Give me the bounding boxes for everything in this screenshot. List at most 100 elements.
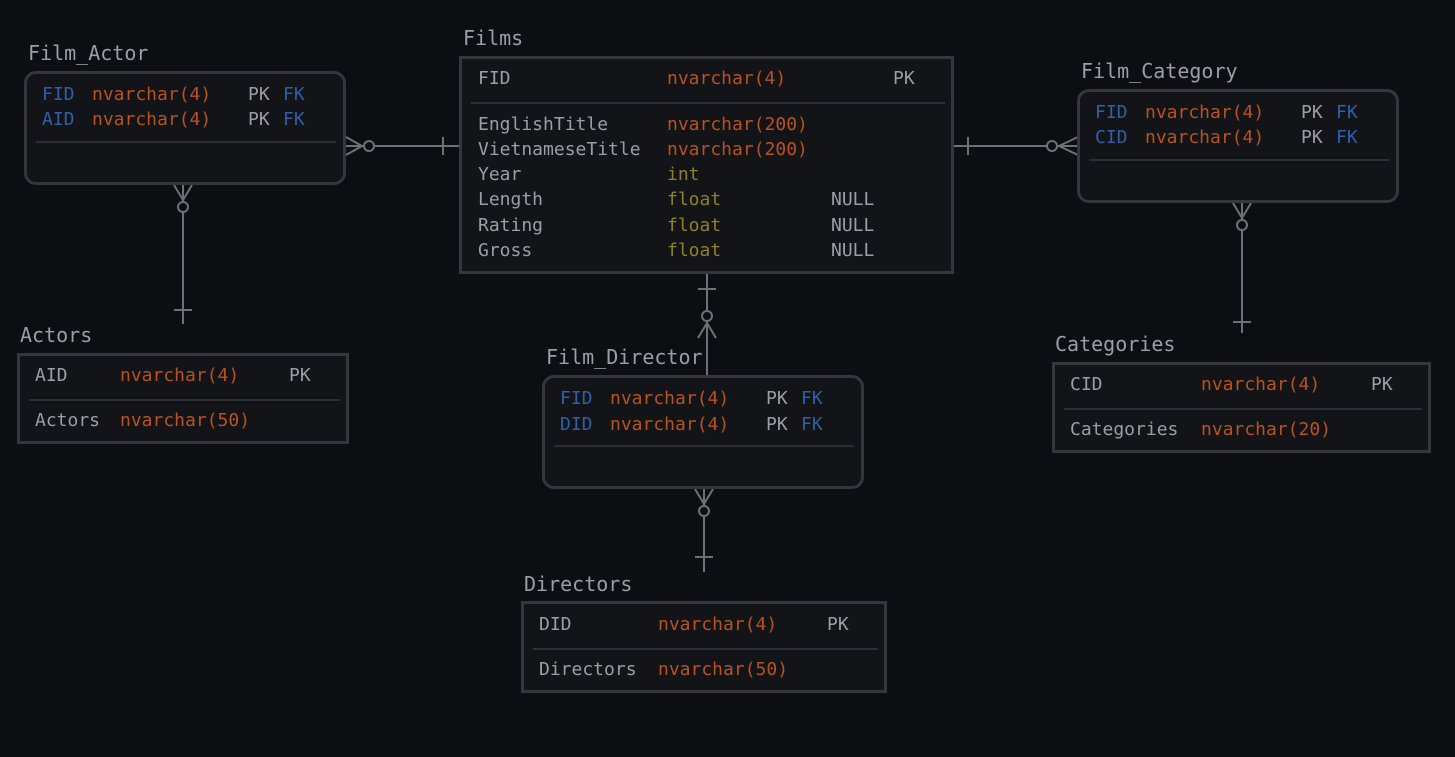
fk-badge: FK [283, 109, 305, 130]
column-type: nvarchar(200) [667, 114, 808, 135]
column-name: Actors [35, 410, 101, 431]
column-type: nvarchar(4) [667, 68, 787, 89]
table-row: FID nvarchar(4) PK [478, 66, 915, 91]
fk-badge: FK [283, 84, 305, 105]
relationship-lines [173, 136, 1252, 572]
table-row: VietnameseTitle nvarchar(200) [478, 137, 808, 162]
table-film-category[interactable]: FID nvarchar(4) PK FK CID nvarchar(4) PK… [1077, 89, 1399, 203]
column-type: nvarchar(50) [658, 659, 789, 680]
column-type: nvarchar(50) [120, 410, 251, 431]
column-type: nvarchar(200) [667, 139, 808, 160]
table-row: AID nvarchar(4) PK FK [42, 107, 305, 132]
column-name: FID [478, 68, 511, 89]
relation-films-film-category [953, 136, 1079, 156]
relation-categories-film-category [1232, 202, 1252, 333]
column-type: nvarchar(4) [1201, 374, 1321, 395]
divider [1089, 159, 1389, 161]
table-films[interactable]: FID nvarchar(4) PK EnglishTitle nvarchar… [459, 56, 954, 274]
relation-directors-film-director [694, 488, 714, 572]
table-row: FID nvarchar(4) PK FK [42, 82, 305, 107]
column-type: nvarchar(4) [610, 414, 730, 435]
table-categories[interactable]: CID nvarchar(4) PK Categories nvarchar(2… [1052, 362, 1431, 453]
divider [29, 399, 340, 401]
column-name: Year [478, 164, 522, 185]
table-directors[interactable]: DID nvarchar(4) PK Directors nvarchar(50… [521, 601, 887, 693]
pk-badge: PK [1301, 102, 1323, 123]
column-name: FID [42, 84, 75, 105]
column-name: VietnameseTitle [478, 139, 641, 160]
column-name: DID [539, 614, 572, 635]
fk-badge: FK [1336, 102, 1358, 123]
table-title-film-actor: Film_Actor [28, 41, 149, 65]
column-name: Categories [1070, 419, 1179, 440]
column-type: nvarchar(20) [1201, 419, 1332, 440]
column-type: nvarchar(4) [1145, 102, 1265, 123]
table-row: DID nvarchar(4) PK [539, 612, 849, 637]
column-name: CID [1070, 374, 1103, 395]
fk-badge: FK [801, 414, 823, 435]
pk-badge: PK [827, 614, 849, 635]
table-row: Actors nvarchar(50) [35, 408, 250, 433]
table-row: CID nvarchar(4) PK [1070, 372, 1393, 397]
column-type: float [667, 240, 722, 261]
column-type: int [667, 164, 700, 185]
relation-films-film-actor [345, 136, 460, 156]
table-title-actors: Actors [20, 323, 93, 347]
column-name: AID [42, 109, 75, 130]
table-actors[interactable]: AID nvarchar(4) PK Actors nvarchar(50) [17, 353, 349, 444]
table-title-film-director: Film_Director [546, 345, 703, 369]
divider [533, 648, 878, 650]
pk-badge: PK [766, 388, 788, 409]
column-name: Rating [478, 215, 544, 236]
column-type: nvarchar(4) [92, 84, 212, 105]
table-row: AID nvarchar(4) PK [35, 363, 311, 388]
table-row: CID nvarchar(4) PK FK [1095, 125, 1358, 150]
table-title-film-category: Film_Category [1081, 59, 1238, 83]
table-row: Directors nvarchar(50) [539, 657, 788, 682]
nullable-flag: NULL [831, 240, 875, 261]
relation-actors-film-actor [173, 184, 193, 324]
column-type: nvarchar(4) [120, 365, 240, 386]
table-row: Categories nvarchar(20) [1070, 417, 1331, 442]
table-row: Gross float NULL [478, 238, 874, 263]
table-row: Year int [478, 162, 700, 187]
table-row: DID nvarchar(4) PK FK [560, 412, 823, 437]
table-title-films: Films [463, 26, 524, 50]
divider [554, 445, 854, 447]
column-name: Length [478, 189, 544, 210]
column-name: FID [1095, 102, 1128, 123]
column-type: float [667, 189, 722, 210]
column-type: float [667, 215, 722, 236]
divider [471, 102, 945, 104]
table-film-actor[interactable]: FID nvarchar(4) PK FK AID nvarchar(4) PK… [24, 71, 346, 185]
table-row: Length float NULL [478, 187, 874, 212]
column-type: nvarchar(4) [1145, 127, 1265, 148]
table-row: FID nvarchar(4) PK FK [1095, 100, 1358, 125]
pk-badge: PK [766, 414, 788, 435]
relation-films-film-director [697, 273, 717, 377]
column-type: nvarchar(4) [658, 614, 778, 635]
divider [1064, 408, 1422, 410]
table-title-categories: Categories [1055, 332, 1176, 356]
column-name: Directors [539, 659, 637, 680]
pk-badge: PK [248, 84, 270, 105]
column-name: Gross [478, 240, 533, 261]
column-type: nvarchar(4) [610, 388, 730, 409]
pk-badge: PK [289, 365, 311, 386]
table-row: FID nvarchar(4) PK FK [560, 386, 823, 411]
fk-badge: FK [1336, 127, 1358, 148]
pk-badge: PK [248, 109, 270, 130]
nullable-flag: NULL [831, 215, 875, 236]
pk-badge: PK [1371, 374, 1393, 395]
column-name: AID [35, 365, 68, 386]
column-name: FID [560, 388, 593, 409]
table-row: EnglishTitle nvarchar(200) [478, 112, 808, 137]
table-film-director[interactable]: FID nvarchar(4) PK FK DID nvarchar(4) PK… [542, 375, 864, 489]
table-row: Rating float NULL [478, 213, 874, 238]
table-title-directors: Directors [524, 572, 633, 596]
column-name: DID [560, 414, 593, 435]
column-name: CID [1095, 127, 1128, 148]
column-name: EnglishTitle [478, 114, 609, 135]
nullable-flag: NULL [831, 189, 875, 210]
column-type: nvarchar(4) [92, 109, 212, 130]
